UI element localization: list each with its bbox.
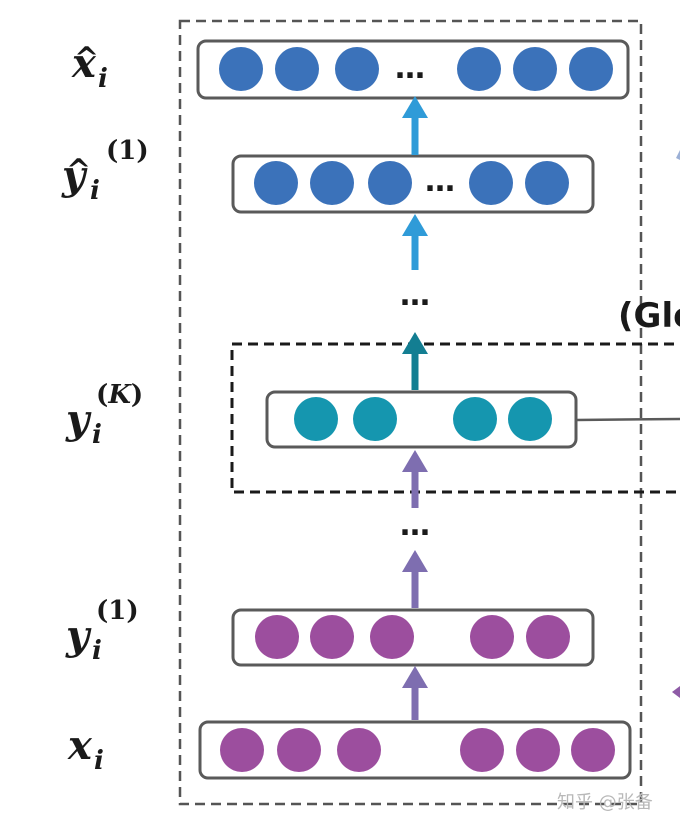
layer-yK	[265, 390, 578, 449]
label-x-hat-sub: i	[98, 64, 108, 94]
label-y1-sub: i	[92, 636, 102, 666]
layer-x-box	[198, 720, 632, 780]
label-y1-hat-main: y	[62, 152, 86, 199]
label-y1-hat: ^ y i (1)	[62, 136, 149, 206]
label-x-sub: i	[94, 746, 104, 776]
ellipsis-text: …	[395, 51, 425, 86]
label-y1-main: y	[66, 612, 90, 659]
connector-line	[575, 417, 680, 422]
node-circle	[470, 615, 514, 659]
up-arrow-icon	[402, 666, 428, 720]
layer-x-hat: …	[196, 39, 630, 100]
label-yK-sup: (K)	[96, 380, 144, 410]
arrow-head	[402, 96, 428, 118]
hat-mark: ^	[66, 153, 92, 188]
arrow-head	[402, 450, 428, 472]
node-circle	[254, 161, 298, 205]
node-circle	[516, 728, 560, 772]
label-y1-hat-sub: i	[90, 176, 100, 206]
global-label-partial: (Glo	[618, 296, 680, 336]
label-y1-hat-sup: (1)	[106, 136, 149, 166]
outer-dashed-container	[178, 19, 643, 806]
node-circle	[310, 161, 354, 205]
label-x: x i	[68, 722, 104, 776]
node-circle	[368, 161, 412, 205]
node-circle	[353, 397, 397, 441]
arrow-head	[402, 214, 428, 236]
label-y1-sup: (1)	[96, 596, 139, 626]
layer-y1	[231, 608, 595, 667]
label-yK: y i (K)	[66, 380, 143, 450]
node-circle	[370, 615, 414, 659]
ellipsis-text: …	[425, 164, 455, 199]
node-circle	[219, 47, 263, 91]
node-circle	[569, 47, 613, 91]
node-circle	[469, 161, 513, 205]
node-circle	[457, 47, 501, 91]
up-arrow-icon	[402, 332, 428, 390]
edge-arrowhead	[672, 686, 680, 698]
label-x-main: x	[68, 722, 92, 769]
node-circle	[335, 47, 379, 91]
up-arrow-icon	[402, 550, 428, 608]
arrow-head	[402, 332, 428, 354]
node-circle	[255, 615, 299, 659]
label-x-hat-main: x	[72, 40, 96, 87]
node-circle	[310, 615, 354, 659]
watermark: 知乎 @张备	[557, 792, 653, 813]
label-yK-main: y	[66, 396, 90, 443]
label-x-hat: ^ x i	[72, 40, 108, 94]
node-circle	[277, 728, 321, 772]
node-circle	[460, 728, 504, 772]
node-circle	[508, 397, 552, 441]
node-circle	[526, 615, 570, 659]
node-circle	[220, 728, 264, 772]
inner-dashed-box	[230, 342, 680, 494]
node-circle	[525, 161, 569, 205]
node-circle	[275, 47, 319, 91]
layer-yK-box	[265, 390, 578, 449]
node-circle	[294, 397, 338, 441]
label-y1: y i (1)	[66, 596, 139, 666]
ellipsis-text: …	[400, 508, 430, 543]
up-arrow-icon	[402, 450, 428, 508]
up-arrow-icon	[402, 96, 428, 155]
layer-y1-hat: …	[231, 154, 595, 214]
up-arrow-icon	[402, 214, 428, 270]
ellipsis-text: …	[400, 278, 430, 313]
arrow-head	[402, 550, 428, 572]
label-yK-sub: i	[92, 420, 102, 450]
layer-x	[198, 720, 632, 780]
node-circle	[513, 47, 557, 91]
node-circle	[571, 728, 615, 772]
arrow-head	[402, 666, 428, 688]
node-circle	[453, 397, 497, 441]
node-circle	[337, 728, 381, 772]
hat-mark: ^	[74, 41, 100, 76]
edge-arrowhead	[676, 150, 680, 160]
